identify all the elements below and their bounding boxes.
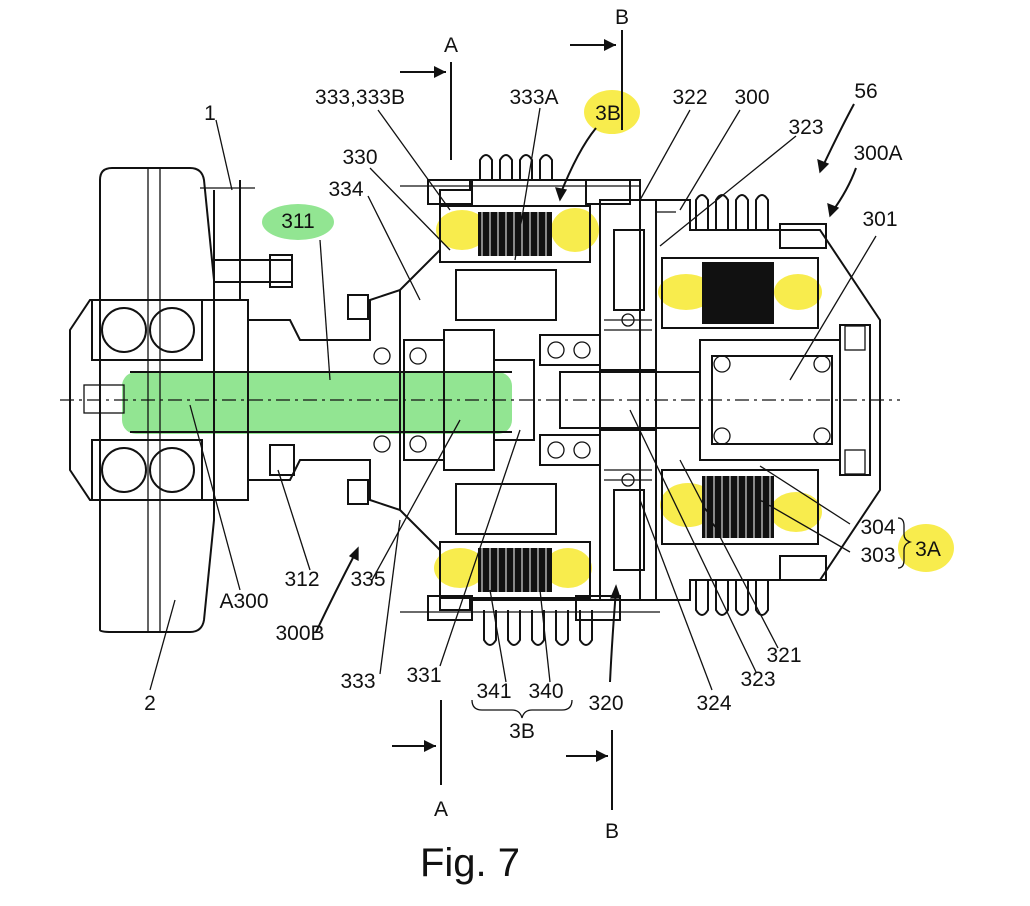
cooling-fins-top-3A — [695, 194, 769, 230]
coil-stack-3B-bottom — [439, 541, 591, 599]
label-333-333B: 333,333B — [315, 86, 405, 109]
yellow-highlight-coils — [434, 90, 954, 588]
label-300B: 300B — [275, 622, 324, 645]
label-340: 340 — [528, 680, 563, 703]
label-2: 2 — [144, 692, 156, 715]
section-mark-B-top: B — [615, 6, 629, 29]
label-333A: 333A — [509, 86, 558, 109]
motor-3A-housing — [656, 199, 881, 601]
section-mark-A-top: A — [444, 34, 458, 57]
section-mark-A-bottom: A — [434, 798, 448, 821]
label-330: 330 — [342, 146, 377, 169]
leader-lines — [149, 103, 913, 719]
motor-3B-housing — [399, 179, 660, 621]
cooling-fins-bottom-3B — [483, 610, 593, 646]
label-335: 335 — [350, 568, 385, 591]
label-321: 321 — [766, 644, 801, 667]
cooling-fins-top-3B — [479, 154, 553, 180]
label-324: 324 — [696, 692, 731, 715]
label-334: 334 — [328, 178, 363, 201]
label-322: 322 — [672, 86, 707, 109]
section-line-A — [392, 62, 452, 785]
label-A300: A300 — [219, 590, 268, 613]
label-323-top: 323 — [788, 116, 823, 139]
label-3B-top: 3B — [595, 102, 621, 125]
label-300: 300 — [734, 86, 769, 109]
green-highlight-shaft — [122, 204, 512, 434]
label-341: 341 — [476, 680, 511, 703]
cooling-fins-bottom-3A — [695, 580, 769, 616]
label-312: 312 — [284, 568, 319, 591]
label-303: 303 — [860, 544, 895, 567]
label-320: 320 — [588, 692, 623, 715]
reference-labels: 1 2 333,333B 333A 3B 322 300 56 323 300A… — [144, 80, 941, 743]
label-56: 56 — [854, 80, 877, 103]
bracket-1 — [200, 180, 293, 300]
label-323-bottom: 323 — [740, 668, 775, 691]
label-333: 333 — [340, 670, 375, 693]
label-3A: 3A — [915, 538, 941, 561]
label-300A: 300A — [853, 142, 902, 165]
coil-stack-3A-bottom — [661, 469, 819, 545]
coil-stack-3A-top — [661, 257, 819, 329]
label-304: 304 — [860, 516, 895, 539]
label-331: 331 — [406, 664, 441, 687]
section-line-B — [566, 30, 623, 810]
shaft-housing — [130, 288, 512, 512]
coil-stack-3B-top — [439, 205, 591, 263]
label-1: 1 — [204, 102, 216, 125]
section-mark-B-bottom: B — [605, 820, 619, 843]
section-mark-labels: A A B B — [434, 6, 629, 843]
label-311: 311 — [281, 210, 314, 233]
label-3B-bottom: 3B — [509, 720, 535, 743]
label-301: 301 — [862, 208, 897, 231]
figure-caption: Fig. 7 — [420, 841, 520, 885]
